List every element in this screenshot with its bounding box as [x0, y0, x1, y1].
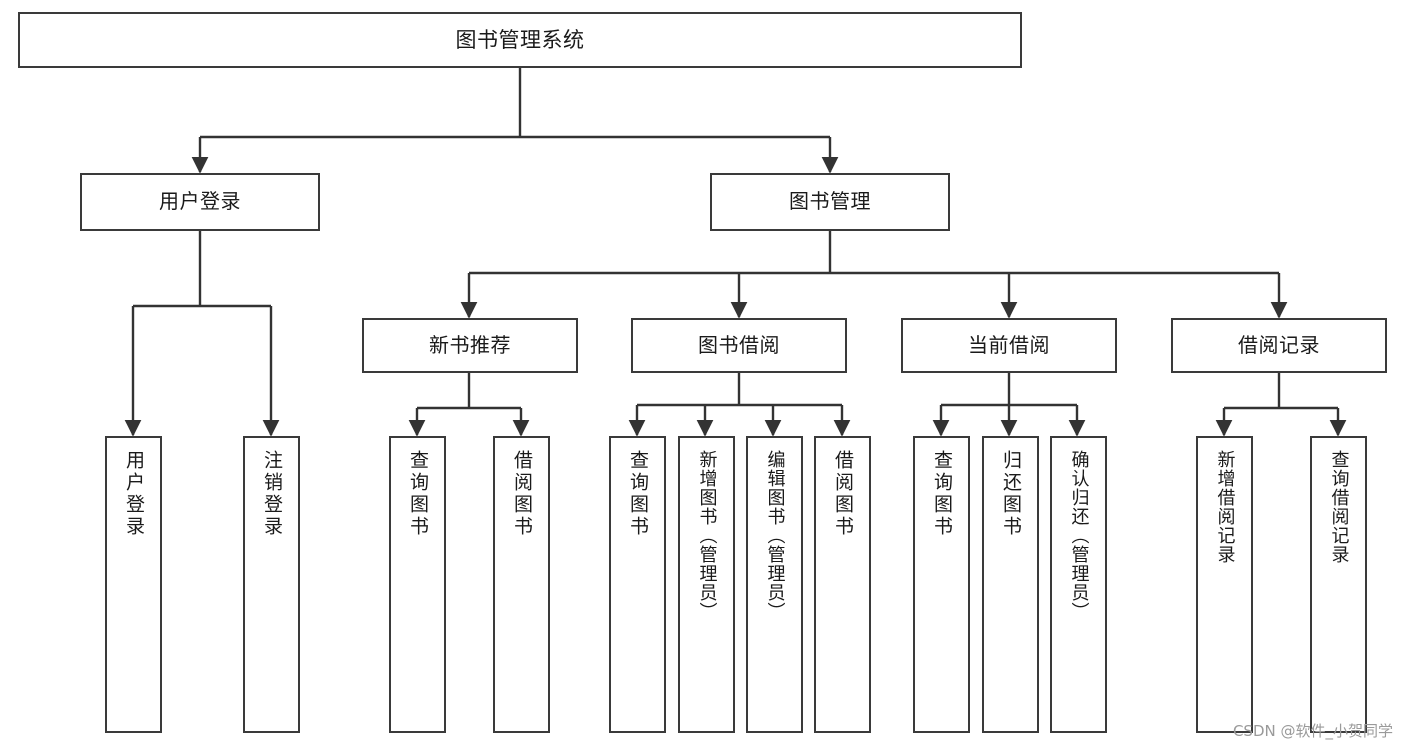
- node-label: 借阅图书: [832, 450, 854, 538]
- node-label: 查询借阅记录: [1328, 450, 1350, 564]
- node-label: 用户登录: [123, 450, 145, 538]
- node-label: 用户登录: [159, 189, 241, 214]
- node-leaf-user-login[interactable]: 用户登录: [105, 436, 162, 733]
- node-current-borrow[interactable]: 当前借阅: [901, 318, 1117, 373]
- node-label: 借阅记录: [1238, 332, 1320, 357]
- node-book-management[interactable]: 图书管理: [710, 173, 950, 231]
- node-label: 查询图书: [407, 450, 429, 538]
- node-borrow-record[interactable]: 借阅记录: [1171, 318, 1387, 373]
- node-leaf-add-book-admin[interactable]: 新增图书（管理员）: [678, 436, 735, 733]
- node-leaf-query-book-current[interactable]: 查询图书: [913, 436, 970, 733]
- node-user-login[interactable]: 用户登录: [80, 173, 320, 231]
- node-label: 当前借阅: [968, 332, 1050, 357]
- node-label: 注销登录: [261, 450, 283, 538]
- node-label: 借阅图书: [511, 450, 533, 538]
- node-label: 查询图书: [627, 450, 649, 538]
- node-label: 图书管理系统: [455, 27, 585, 52]
- node-leaf-user-logout[interactable]: 注销登录: [243, 436, 300, 733]
- node-label: 确认归还（管理员）: [1068, 450, 1090, 621]
- node-label: 新增借阅记录: [1214, 450, 1236, 564]
- node-leaf-return-book[interactable]: 归还图书: [982, 436, 1039, 733]
- node-leaf-query-book-recommend[interactable]: 查询图书: [389, 436, 446, 733]
- node-root-book-management-system[interactable]: 图书管理系统: [18, 12, 1022, 68]
- node-label: 图书借阅: [698, 332, 780, 357]
- node-leaf-query-borrow-record[interactable]: 查询借阅记录: [1310, 436, 1367, 733]
- node-label: 新增图书（管理员）: [696, 450, 718, 621]
- node-leaf-borrow-book[interactable]: 借阅图书: [814, 436, 871, 733]
- node-leaf-borrow-book-recommend[interactable]: 借阅图书: [493, 436, 550, 733]
- node-leaf-query-book-borrow[interactable]: 查询图书: [609, 436, 666, 733]
- node-leaf-confirm-return-admin[interactable]: 确认归还（管理员）: [1050, 436, 1107, 733]
- node-leaf-edit-book-admin[interactable]: 编辑图书（管理员）: [746, 436, 803, 733]
- node-label: 查询图书: [931, 450, 953, 538]
- node-label: 归还图书: [1000, 450, 1022, 538]
- node-label: 编辑图书（管理员）: [764, 450, 786, 621]
- node-book-borrow[interactable]: 图书借阅: [631, 318, 847, 373]
- node-label: 图书管理: [789, 189, 871, 214]
- node-new-book-recommend[interactable]: 新书推荐: [362, 318, 578, 373]
- node-label: 新书推荐: [429, 332, 511, 357]
- node-leaf-add-borrow-record[interactable]: 新增借阅记录: [1196, 436, 1253, 733]
